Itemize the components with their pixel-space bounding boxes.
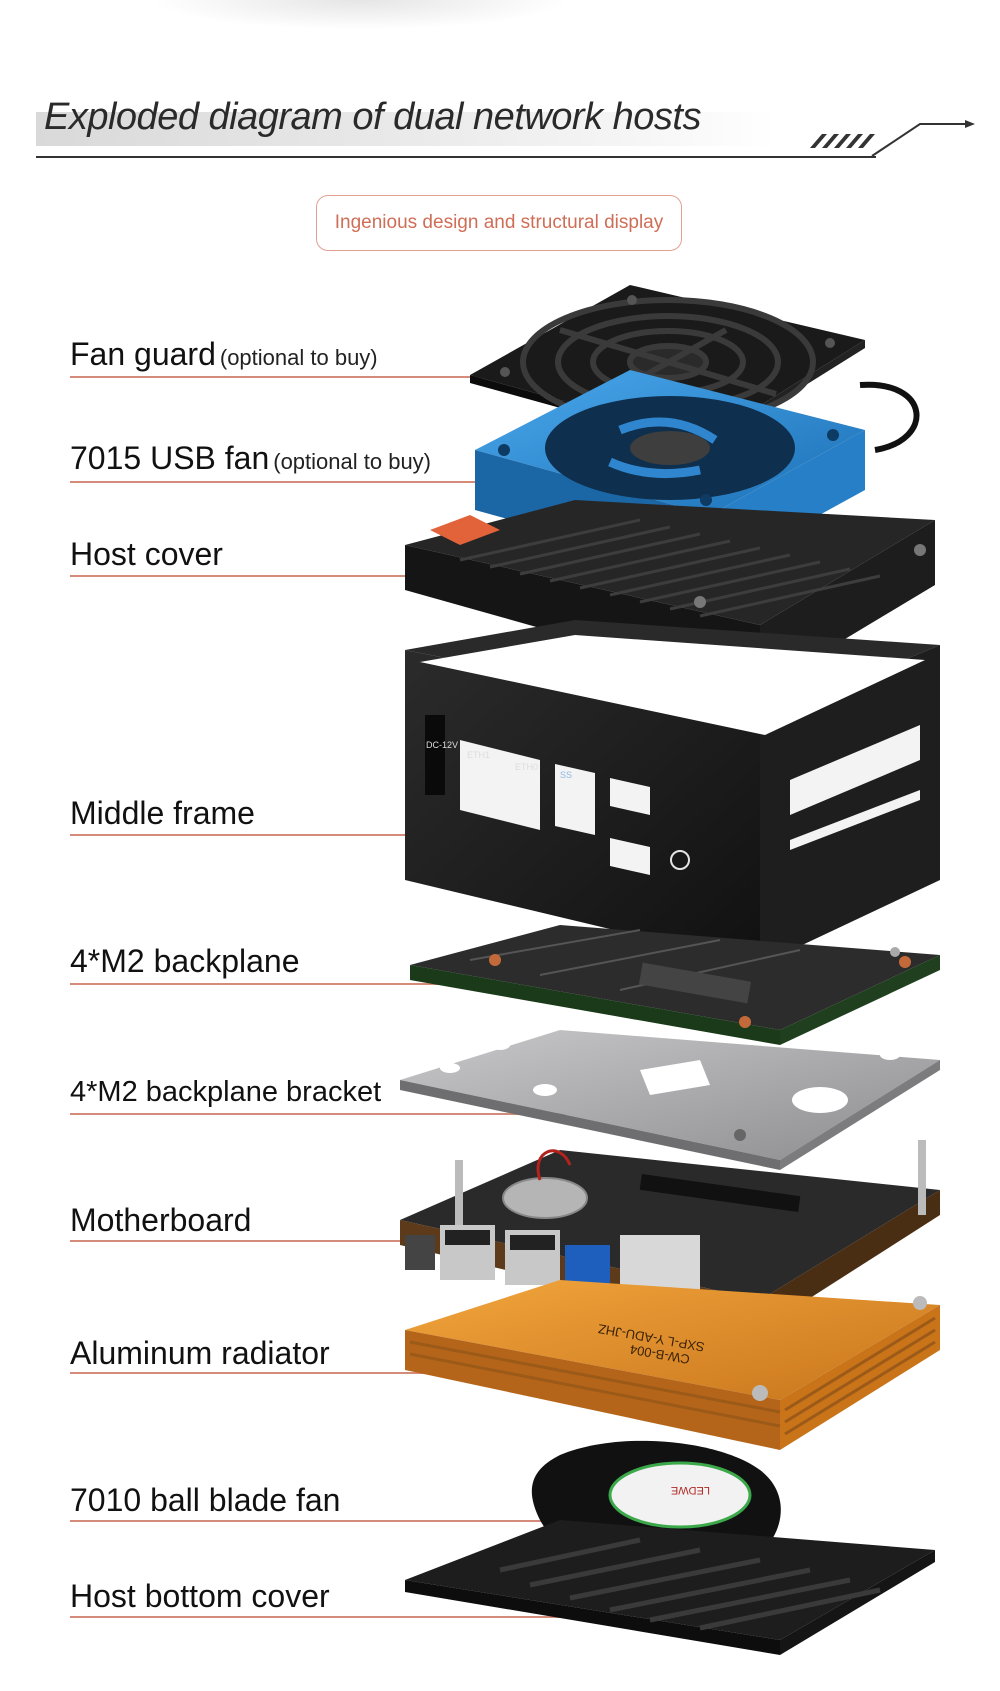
leader-line (70, 1520, 664, 1522)
header: Exploded diagram of dual network hosts (0, 0, 1000, 180)
arrow-decoration-icon (810, 120, 975, 157)
label-note: (optional to buy) (219, 345, 378, 370)
label-m2-backplane: 4*M2 backplane (70, 943, 300, 979)
leader-line (70, 1113, 580, 1115)
label-text: 7015 USB fan (70, 440, 270, 476)
m2-backplane-part (410, 925, 940, 1045)
port-label-eth0: ETH0 (515, 762, 538, 772)
label-host-bottom-cover: Host bottom cover (70, 1578, 330, 1614)
leader-line (70, 1616, 586, 1618)
label-note: (optional to buy) (273, 449, 432, 474)
label-fan-guard: Fan guard(optional to buy) (70, 336, 378, 373)
label-middle-frame: Middle frame (70, 795, 255, 831)
leader-line (70, 834, 462, 836)
label-host-cover: Host cover (70, 536, 223, 572)
leader-line (70, 575, 480, 577)
host-bottom-cover-part (405, 1520, 935, 1655)
backplane-bracket-part (400, 1030, 940, 1170)
leader-line (70, 1372, 570, 1374)
port-label-eth1: ETH1 (467, 750, 490, 760)
leader-line (70, 376, 510, 378)
label-ball-blade-fan: 7010 ball blade fan (70, 1482, 341, 1518)
leader-line (70, 1240, 482, 1242)
label-aluminum-radiator: Aluminum radiator (70, 1335, 330, 1371)
middle-frame-part: DC-12V ETH1 ETH0 SS (405, 620, 940, 965)
fan-brand-text: LEDWE (671, 1484, 710, 1496)
label-text: Fan guard (70, 336, 216, 372)
subtitle-badge: Ingenious design and structural display (316, 195, 682, 251)
label-motherboard: Motherboard (70, 1202, 252, 1238)
title-highlight-bar (36, 112, 776, 146)
leader-line (70, 481, 540, 483)
port-label-usb: SS (560, 770, 572, 780)
page-title: Exploded diagram of dual network hosts (44, 96, 701, 138)
aluminum-radiator-part: SXP-L Y-ADU-JHZ CW-B-004 (405, 1280, 940, 1450)
title-underline (36, 156, 876, 158)
label-m2-backplane-bracket: 4*M2 backplane bracket (70, 1076, 382, 1108)
label-usb-fan: 7015 USB fan(optional to buy) (70, 440, 431, 477)
leader-line (70, 983, 482, 985)
port-label-dc: DC-12V (426, 740, 458, 750)
